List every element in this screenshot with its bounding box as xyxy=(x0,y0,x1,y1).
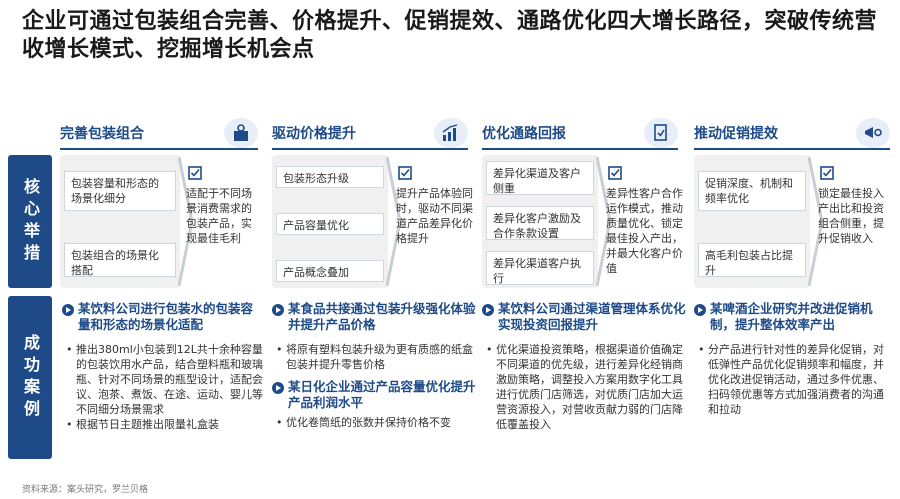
measure-benefit: 差异性客户合作运作模式，推动质量优化、锁定最佳投入产出，并最大化客户价值 xyxy=(606,187,683,275)
case-arrow-icon xyxy=(272,304,284,316)
column-header-label: 完善包装组合 xyxy=(60,126,144,142)
case-bullet: 优化渠道投资策略，根据渠道价值确定不同渠道的优先级，进行差异化经销商激励策略，调… xyxy=(486,342,688,432)
case-title: 某饮料公司进行包装水的包装容量和形态的场景化适配 xyxy=(78,301,254,332)
measure-card: 包装组合的场景化搭配 xyxy=(64,243,176,277)
column-header-label: 优化通路回报 xyxy=(482,126,566,142)
chevron-right-icon xyxy=(596,156,612,287)
case-bullet: 将原有塑料包装升级为更有质感的纸盒包装并提升零售价格 xyxy=(276,342,476,372)
column-header-label: 推动促销提效 xyxy=(694,126,778,142)
column-header-label: 驱动价格提升 xyxy=(272,126,356,142)
checkbox-checked-icon xyxy=(608,166,622,180)
source-note: 资料来源：案头研究，罗兰贝格 xyxy=(22,485,149,495)
measure-benefit: 提升产品体验同时，驱动不同渠道产品差异化价格提升 xyxy=(396,187,473,245)
checkbox-checked-icon xyxy=(820,166,834,180)
case-title: 某食品共接通过包装升级强化体验并提升产品价格 xyxy=(288,301,476,332)
column-header-promotion: 推动促销提效 xyxy=(694,118,890,150)
measure-card: 包装容量和形态的场景化细分 xyxy=(64,171,176,211)
checkbox-checked-icon xyxy=(188,166,202,180)
case-bullet: 根据节日主题推出限量礼盒装 xyxy=(66,417,264,432)
column-header-channel: 优化通路回报 xyxy=(482,118,678,150)
measure-card: 差异化渠道客户执行 xyxy=(486,251,594,285)
measure-card: 差异化渠道及客户侧重 xyxy=(486,161,594,195)
megaphone-gear-icon xyxy=(856,118,890,148)
case-title: 某饮料公司通过渠道管理体系优化实现投资回报提升 xyxy=(498,301,686,332)
measure-benefit: 锁定最佳投入产出比和投资组合侧重，提升促销收入 xyxy=(818,187,884,245)
measure-card: 高毛利包装占比提升 xyxy=(698,243,806,277)
measure-card: 差异化客户激励及合作条款设置 xyxy=(486,206,594,240)
document-check-icon xyxy=(644,118,678,148)
checkbox-checked-icon xyxy=(398,166,412,180)
case-arrow-icon xyxy=(62,304,74,316)
case-arrow-icon xyxy=(694,304,706,316)
column-header-price: 驱动价格提升 xyxy=(272,118,468,150)
side-tab-success-cases: 成功案例 xyxy=(8,296,52,459)
measure-card: 促销深度、机制和频率优化 xyxy=(698,171,806,211)
case-arrow-icon xyxy=(482,304,494,316)
measure-card: 产品概念叠加 xyxy=(276,260,384,282)
page-title: 企业可通过包装组合完善、价格提升、促销提效、通路优化四大增长路径，突破传统营收增… xyxy=(22,9,878,62)
column-header-packaging: 完善包装组合 xyxy=(60,118,258,150)
case-bullet: 推出380ml小包装到12L共十余种容量的包装饮用水产品，结合塑料瓶和玻璃瓶、针… xyxy=(66,342,264,417)
measure-benefit: 适配于不同场景消费需求的包装产品，实现最佳毛利 xyxy=(186,187,252,245)
case-title: 某日化企业通过产品容量优化提升产品利润水平 xyxy=(288,379,476,410)
measure-card: 产品容量优化 xyxy=(276,213,384,235)
case-bullet: 优化卷筒纸的张数并保持价格不变 xyxy=(276,415,476,430)
chevron-right-icon xyxy=(808,156,824,287)
package-gear-icon xyxy=(224,118,258,148)
chevron-right-icon xyxy=(178,156,194,287)
chevron-right-icon xyxy=(386,156,402,287)
case-bullet: 分产品进行针对性的差异化促销，对低弹性产品优化促销频率和幅度，并优化改进促销活动… xyxy=(698,342,892,417)
bar-chart-up-icon xyxy=(434,118,468,148)
measure-card: 包装形态升级 xyxy=(276,166,384,188)
side-tab-core-measures: 核心举措 xyxy=(8,155,52,288)
case-arrow-icon xyxy=(272,382,284,394)
case-title: 某啤酒企业研究并改进促销机制，提升整体效率产出 xyxy=(710,301,873,332)
